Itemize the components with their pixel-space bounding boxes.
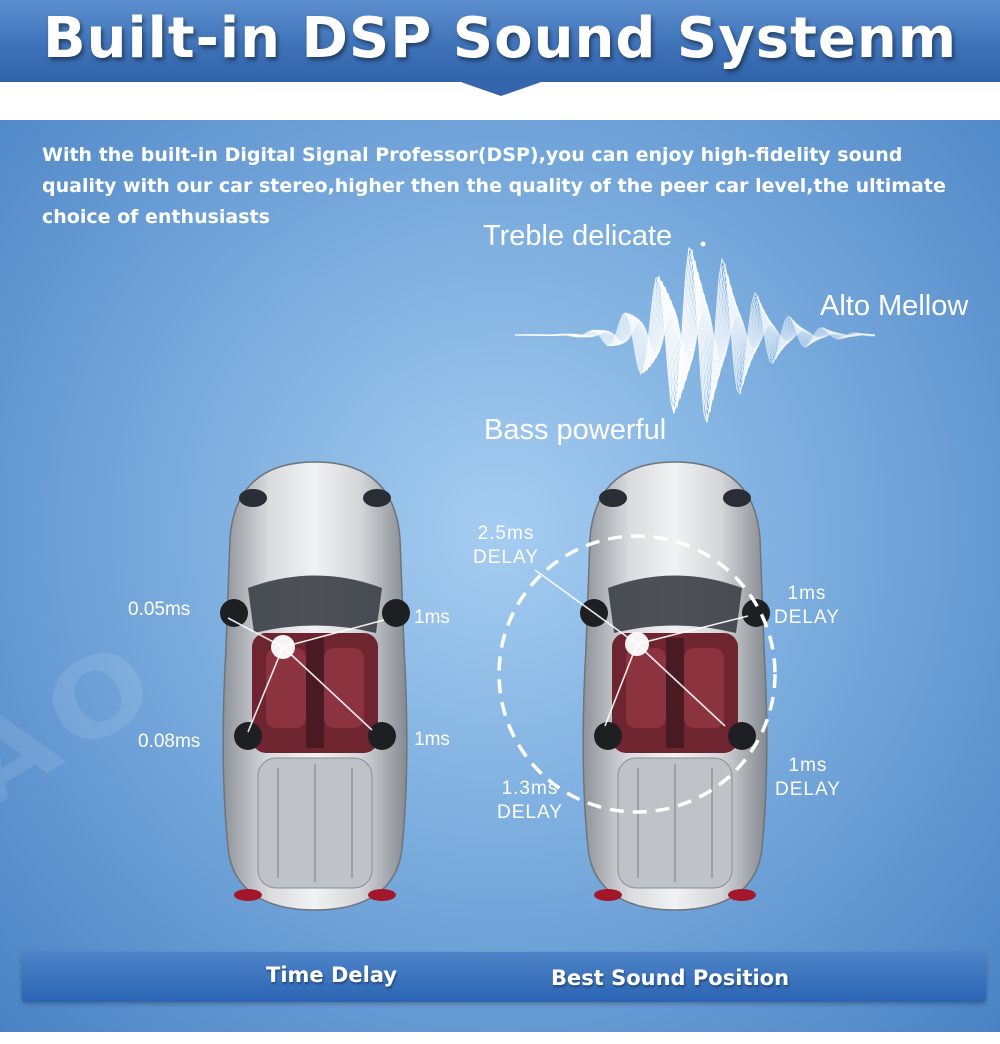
treble-dot xyxy=(700,241,706,247)
left-front-right-delay: 1ms xyxy=(414,607,450,628)
right-rear-right-delay: 1ms DELAY xyxy=(775,755,841,800)
left-rear-left-delay: 0.08ms xyxy=(138,731,201,752)
right-rear-left-delay: 1.3ms DELAY xyxy=(497,778,563,823)
right-car-sound-field xyxy=(497,534,777,814)
best-sound-position-caption: Best Sound Position xyxy=(551,966,790,990)
left-front-left-delay: 0.05ms xyxy=(128,599,191,620)
bottom-caption-bar: Time Delay Best Sound Position xyxy=(22,952,986,1002)
header-notch xyxy=(455,80,547,96)
sound-position-circle xyxy=(497,534,777,814)
alto-label: Alto Mellow xyxy=(820,290,969,322)
header-banner xyxy=(0,0,1000,82)
right-front-right-delay: 1ms DELAY xyxy=(774,583,840,628)
intro-text: With the built-in Digital Signal Profess… xyxy=(42,144,946,228)
main-panel: ᴬᴼ With the built-in Digital Signal Prof… xyxy=(0,120,1000,1032)
right-front-left-delay: 2.5ms DELAY xyxy=(473,523,539,568)
left-rear-right-delay: 1ms xyxy=(414,729,450,750)
left-car-delay-lines xyxy=(227,617,385,733)
sound-waveform-graphic xyxy=(515,241,875,423)
treble-label: Treble delicate xyxy=(483,220,673,252)
bass-label: Bass powerful xyxy=(484,414,667,446)
waveform-line xyxy=(515,247,875,423)
time-delay-caption: Time Delay xyxy=(266,963,398,987)
page-title: Built-in DSP Sound Systenm xyxy=(42,6,958,71)
